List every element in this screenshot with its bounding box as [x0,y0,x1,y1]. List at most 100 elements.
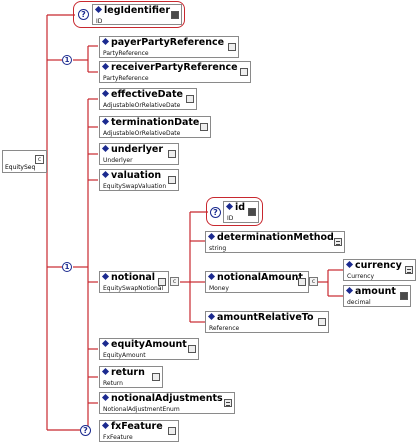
sequence-expand-icon[interactable]: c [309,277,318,286]
element-diamond-icon [101,170,110,179]
node-name: amount [355,286,396,297]
node-name: currency [355,260,402,271]
node-name: payerPartyReference [111,37,225,48]
node-name: notionalAmount [217,272,303,283]
node-leg-identifier[interactable]: legIdentifier ID [92,4,182,25]
element-diamond-icon [101,272,110,281]
node-determination-method[interactable]: determinationMethod string [205,231,345,253]
node-return[interactable]: return Return [99,366,163,388]
node-termination-date[interactable]: terminationDate AdjustableOrRelativeDate [99,116,211,138]
node-type: Underlyer [103,157,133,164]
element-diamond-icon [207,232,216,241]
complex-type-icon [158,278,166,286]
complex-type-icon [188,345,196,353]
element-diamond-icon [101,117,110,126]
node-equity-amount[interactable]: equityAmount EquityAmount [99,338,199,360]
node-type: PartyReference [103,50,149,57]
element-diamond-icon [225,202,234,211]
node-type: decimal [347,299,371,306]
node-type: ID [96,18,103,25]
element-diamond-icon [101,144,110,153]
optional-icon: ? [78,9,89,20]
node-notional-amount[interactable]: notionalAmount Money [205,271,309,293]
node-type: AdjustableOrRelativeDate [103,102,181,109]
root-type: EquitySeq [5,164,36,171]
node-payer-party-reference[interactable]: payerPartyReference PartyReference [99,36,239,58]
element-diamond-icon [101,339,110,348]
node-name: return [111,367,145,378]
element-diamond-icon [101,89,110,98]
optional-icon: ? [80,425,91,436]
node-name: effectiveDate [111,89,183,100]
sequence-icon: c [35,155,44,164]
optional-icon: ? [210,207,221,218]
highlight-leg-identifier [73,1,185,28]
node-type: NotionalAdjustmentEnum [103,406,180,413]
node-type: EquityAmount [103,352,146,359]
element-diamond-icon [101,393,110,402]
node-type: Currency [347,273,375,280]
node-notional[interactable]: notional EquitySwapNotional [99,271,169,293]
node-type: Return [103,380,123,387]
node-name: notional [111,272,156,283]
node-name: terminationDate [111,117,200,128]
node-name: equityAmount [111,339,187,350]
element-diamond-icon [101,421,110,430]
node-valuation[interactable]: valuation EquitySwapValuation [99,169,179,191]
element-diamond-icon [207,272,216,281]
choice-marker-1: 1 [62,55,72,65]
node-type: Reference [209,325,240,332]
element-diamond-icon [345,260,354,269]
node-type: string [209,245,227,252]
simple-type-icon [400,292,408,300]
node-type: AdjustableOrRelativeDate [103,130,181,137]
complex-type-icon [168,176,176,184]
complex-type-icon [228,43,236,51]
node-amount-relative-to[interactable]: amountRelativeTo Reference [205,311,329,333]
choice-marker-2: 1 [62,262,72,272]
node-name: valuation [111,170,162,181]
element-diamond-icon [101,37,110,46]
simple-type-icon [171,11,179,19]
element-diamond-icon [345,286,354,295]
complex-type-icon [240,68,248,76]
node-type: ID [227,215,234,222]
node-type: FxFeature [103,434,133,441]
node-fx-feature[interactable]: fxFeature FxFeature [99,420,179,442]
complex-type-icon [186,95,194,103]
root-sequence[interactable]: EquitySeq c [2,150,47,173]
node-receiver-party-reference[interactable]: receiverPartyReference PartyReference [99,61,251,83]
complex-type-icon [298,278,306,286]
node-name: amountRelativeTo [217,312,314,323]
complex-type-icon [168,150,176,158]
complex-type-icon [168,427,176,435]
node-amount[interactable]: amount decimal [343,285,411,307]
node-name: notionalAdjustments [111,393,223,404]
complex-type-icon [152,373,160,381]
enumeration-icon [224,399,232,407]
node-type: PartyReference [103,75,149,82]
node-id[interactable]: id ID [223,201,259,223]
complex-type-icon [318,318,326,326]
enumeration-icon [334,238,342,246]
node-type: Money [209,285,229,292]
node-type: EquitySwapNotional [103,285,164,292]
node-notional-adjustments[interactable]: notionalAdjustments NotionalAdjustmentEn… [99,392,235,414]
element-diamond-icon [101,62,110,71]
highlight-id [206,197,263,226]
element-diamond-icon [94,5,103,14]
element-diamond-icon [101,367,110,376]
node-effective-date[interactable]: effectiveDate AdjustableOrRelativeDate [99,88,197,110]
node-name: determinationMethod [217,232,334,243]
element-diamond-icon [207,312,216,321]
sequence-expand-icon[interactable]: c [170,277,179,286]
node-underlyer[interactable]: underlyer Underlyer [99,143,179,165]
enumeration-icon [405,266,413,274]
node-currency[interactable]: currency Currency [343,259,416,281]
node-name: fxFeature [111,421,163,432]
node-name: id [235,202,246,213]
node-name: underlyer [111,144,164,155]
node-type: EquitySwapValuation [103,183,167,190]
